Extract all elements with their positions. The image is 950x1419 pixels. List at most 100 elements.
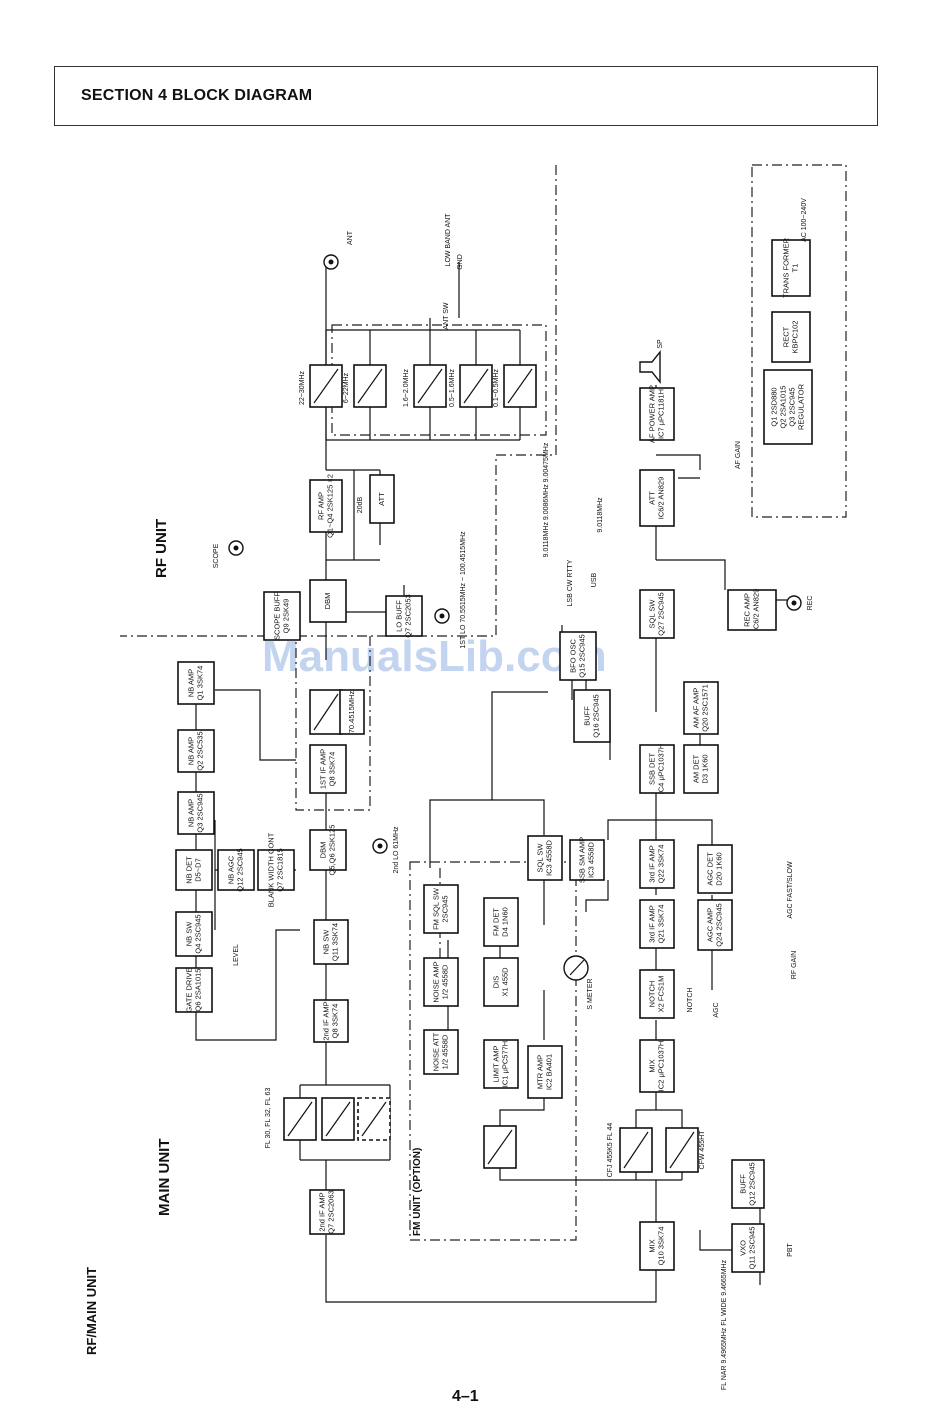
block-text: Q1 3SK74 bbox=[195, 666, 204, 701]
block-text: NOTCH bbox=[647, 981, 656, 1008]
block-text: NB AMP bbox=[186, 799, 195, 827]
block-text: IC3 4558D bbox=[586, 841, 595, 877]
label-bfo-modes: LSB CW RTTY bbox=[567, 559, 574, 606]
section-title: SECTION 4 BLOCK DIAGRAM bbox=[81, 87, 313, 104]
block-text: 1ST IF AMP bbox=[318, 749, 327, 789]
block-text: FM SQL SW bbox=[431, 887, 440, 930]
block-text: Q16 2SC945 bbox=[591, 694, 600, 737]
block-text: D4 1N60 bbox=[500, 907, 509, 937]
block-text: TRANS FORMER bbox=[781, 237, 790, 298]
label-bpf-6-22: 6~22MHz bbox=[343, 372, 350, 403]
label-fl-filters: FL 30, FL 32, FL 63 bbox=[265, 1088, 272, 1149]
page-number: 4–1 bbox=[452, 1388, 479, 1405]
label-scope: SCOPE bbox=[213, 543, 220, 568]
block-text: 3rd IF AMP bbox=[647, 845, 656, 883]
block-text: REC AMP bbox=[742, 593, 751, 627]
block-text: SQL SW bbox=[647, 599, 656, 629]
label-s-meter: S METER bbox=[587, 978, 594, 1009]
block-text: MIX bbox=[647, 1059, 656, 1072]
block-text: AF POWER AMP bbox=[647, 385, 656, 443]
block-text: Q7 2SC2063 bbox=[326, 1190, 335, 1233]
block-text: IC6/2 AN829 bbox=[656, 477, 665, 520]
block-text: NB AMP bbox=[186, 737, 195, 765]
label-bpf-0-1: 0.1~0.5MHz bbox=[493, 369, 500, 407]
label-sp: SP bbox=[657, 339, 664, 349]
block-text: SSB DET bbox=[647, 753, 656, 786]
block-text: Q1 2SD880 bbox=[769, 387, 778, 426]
label-gnd: GND bbox=[457, 254, 464, 270]
block-text: NB AGC bbox=[226, 855, 235, 884]
block-text: 1/2 4558D bbox=[440, 964, 449, 999]
label-lowband-ant: LOW BAND ANT bbox=[445, 213, 452, 267]
block-text: Q9 2SK49 bbox=[281, 599, 290, 634]
label-pbt: PBT bbox=[787, 1242, 794, 1256]
label-ant-sw: ANT SW bbox=[443, 302, 450, 329]
label-cfw-filter: CFW 455HT bbox=[699, 1130, 706, 1170]
block-text: Q5,Q6 2SK125 bbox=[327, 825, 336, 876]
block-text: AGC AMP bbox=[705, 908, 714, 942]
unit-boundaries bbox=[120, 164, 847, 1241]
block-text: AM DET bbox=[691, 754, 700, 783]
block-text: Q21 3SK74 bbox=[656, 905, 665, 944]
watermark: ManualsLib.com bbox=[262, 632, 607, 681]
block-text: DIS bbox=[491, 976, 500, 989]
block-text: VXO bbox=[738, 1240, 747, 1256]
block-text: IC2 BA401 bbox=[544, 1054, 553, 1090]
block-text: 2SC945 bbox=[440, 895, 449, 922]
block-text: IC7 μPC1181H bbox=[656, 389, 665, 439]
block-text: Q3 2SC945 bbox=[195, 793, 204, 832]
block-text: MTR AMP bbox=[535, 1055, 544, 1089]
block-filter-1st-if: 70.4515MHz bbox=[339, 689, 365, 735]
label-second-lo: 2nd LO 61MHz bbox=[393, 826, 400, 874]
block-text: Q1~Q4 2SK125 ×2 bbox=[325, 474, 334, 538]
block-text: Q22 3SK74 bbox=[656, 845, 665, 884]
block-text: DBM bbox=[323, 593, 332, 610]
block-text: 2nd IF AMP bbox=[321, 1001, 330, 1040]
block-text: BLANK WIDTH CONT bbox=[266, 832, 275, 907]
block-text: 1/2 4558D bbox=[440, 1034, 449, 1069]
label-cfj-filter: CFJ 455K5 FL 44 bbox=[607, 1123, 614, 1178]
section-header: SECTION 4 BLOCK DIAGRAM bbox=[54, 66, 878, 126]
block-text: D3 1K60 bbox=[700, 754, 709, 783]
block-text: NB SW bbox=[184, 921, 193, 947]
block-text: Q20 2SC1571 bbox=[700, 684, 709, 732]
block-text: Q15 2SC945 bbox=[577, 634, 586, 677]
block-text: Q11 3SK74 bbox=[330, 923, 339, 961]
label-rec: REC bbox=[807, 596, 814, 611]
block-text: D20 1K60 bbox=[714, 852, 723, 885]
block-text: BFO OSC bbox=[568, 639, 577, 673]
block-text: KBPC102 bbox=[790, 321, 799, 354]
block-text: ATT bbox=[377, 492, 386, 506]
